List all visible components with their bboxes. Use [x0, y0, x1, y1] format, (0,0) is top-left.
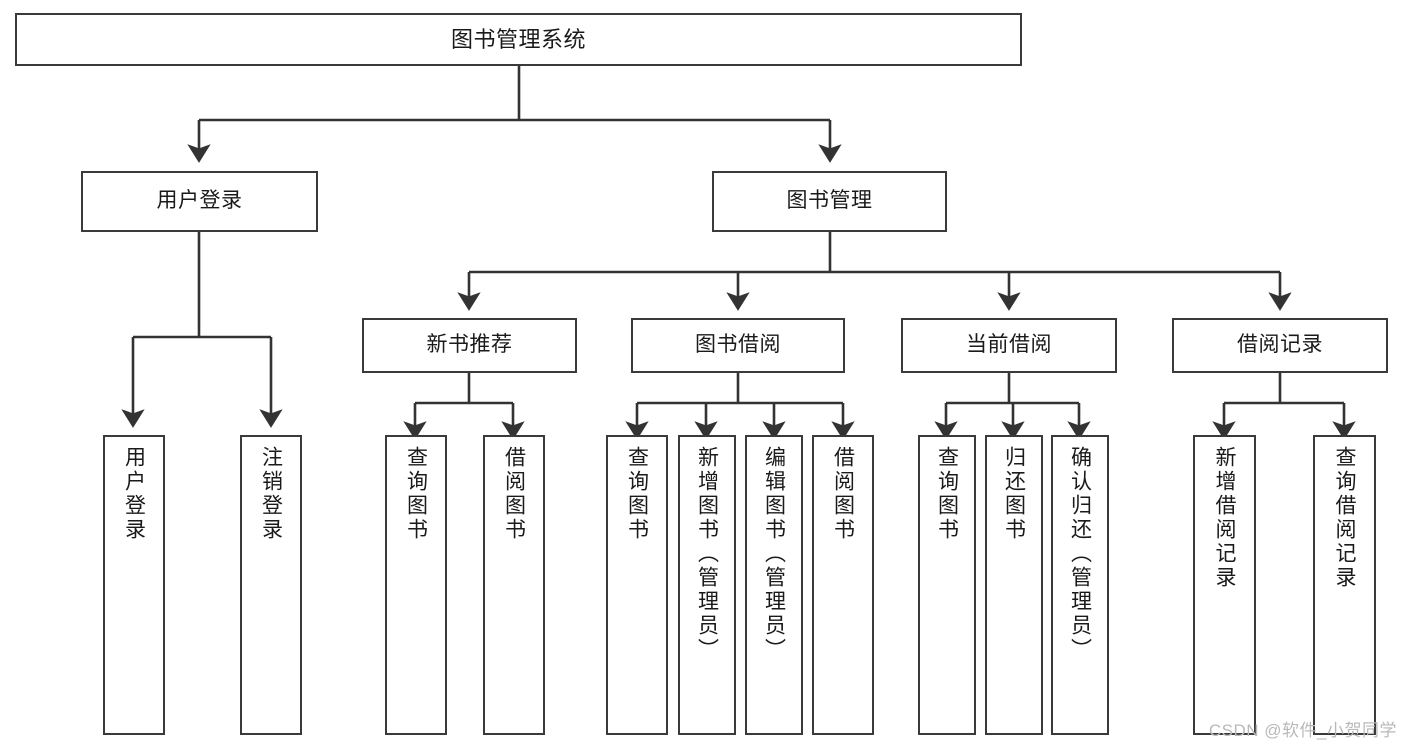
node-label: 查询图书 [625, 446, 649, 542]
leaf-borrow-add-book-admin[interactable]: 新增图书（管理员） [678, 435, 736, 735]
node-label: 图书管理 [786, 189, 873, 213]
node-new-book-recommend[interactable]: 新书推荐 [362, 318, 577, 373]
leaf-borrow-borrow-book[interactable]: 借阅图书 [812, 435, 874, 735]
node-label: 新增图书（管理员） [695, 446, 719, 662]
node-label: 查询图书 [935, 446, 959, 542]
leaf-record-query-record[interactable]: 查询借阅记录 [1313, 435, 1376, 735]
node-label: 编辑图书（管理员） [762, 446, 786, 662]
node-borrow-record[interactable]: 借阅记录 [1172, 318, 1388, 373]
node-label: 借阅图书 [831, 446, 855, 542]
node-label: 注销登录 [259, 446, 283, 542]
node-current-borrow[interactable]: 当前借阅 [901, 318, 1117, 373]
leaf-current-return-book[interactable]: 归还图书 [985, 435, 1043, 735]
node-label: 借阅记录 [1237, 333, 1323, 357]
leaf-recommend-borrow-book[interactable]: 借阅图书 [483, 435, 545, 735]
csdn-watermark: CSDN @软件_小贺同学 [1208, 721, 1397, 740]
node-label: 查询借阅记录 [1333, 446, 1356, 590]
node-label: 借阅图书 [502, 446, 526, 542]
node-label: 用户登录 [122, 446, 146, 542]
node-book-management[interactable]: 图书管理 [712, 171, 947, 232]
leaf-borrow-query-book[interactable]: 查询图书 [606, 435, 668, 735]
node-label: 图书借阅 [695, 333, 781, 357]
node-label: 确认归还（管理员） [1068, 446, 1092, 662]
node-book-borrow[interactable]: 图书借阅 [631, 318, 845, 373]
leaf-current-confirm-return-admin[interactable]: 确认归还（管理员） [1051, 435, 1109, 735]
leaf-record-add-record[interactable]: 新增借阅记录 [1193, 435, 1256, 735]
leaf-user-login-signin[interactable]: 用户登录 [103, 435, 165, 735]
node-root-system[interactable]: 图书管理系统 [15, 13, 1022, 66]
node-label: 新书推荐 [426, 333, 513, 357]
node-label: 查询图书 [404, 446, 428, 542]
leaf-borrow-edit-book-admin[interactable]: 编辑图书（管理员） [745, 435, 803, 735]
node-label: 图书管理系统 [450, 26, 586, 52]
node-label: 归还图书 [1002, 446, 1026, 542]
node-label: 当前借阅 [966, 333, 1052, 357]
leaf-user-login-signout[interactable]: 注销登录 [240, 435, 302, 735]
node-label: 新增借阅记录 [1213, 446, 1236, 590]
node-label: 用户登录 [156, 189, 243, 213]
leaf-recommend-query-book[interactable]: 查询图书 [385, 435, 447, 735]
node-user-login[interactable]: 用户登录 [81, 171, 318, 232]
leaf-current-query-book[interactable]: 查询图书 [918, 435, 976, 735]
